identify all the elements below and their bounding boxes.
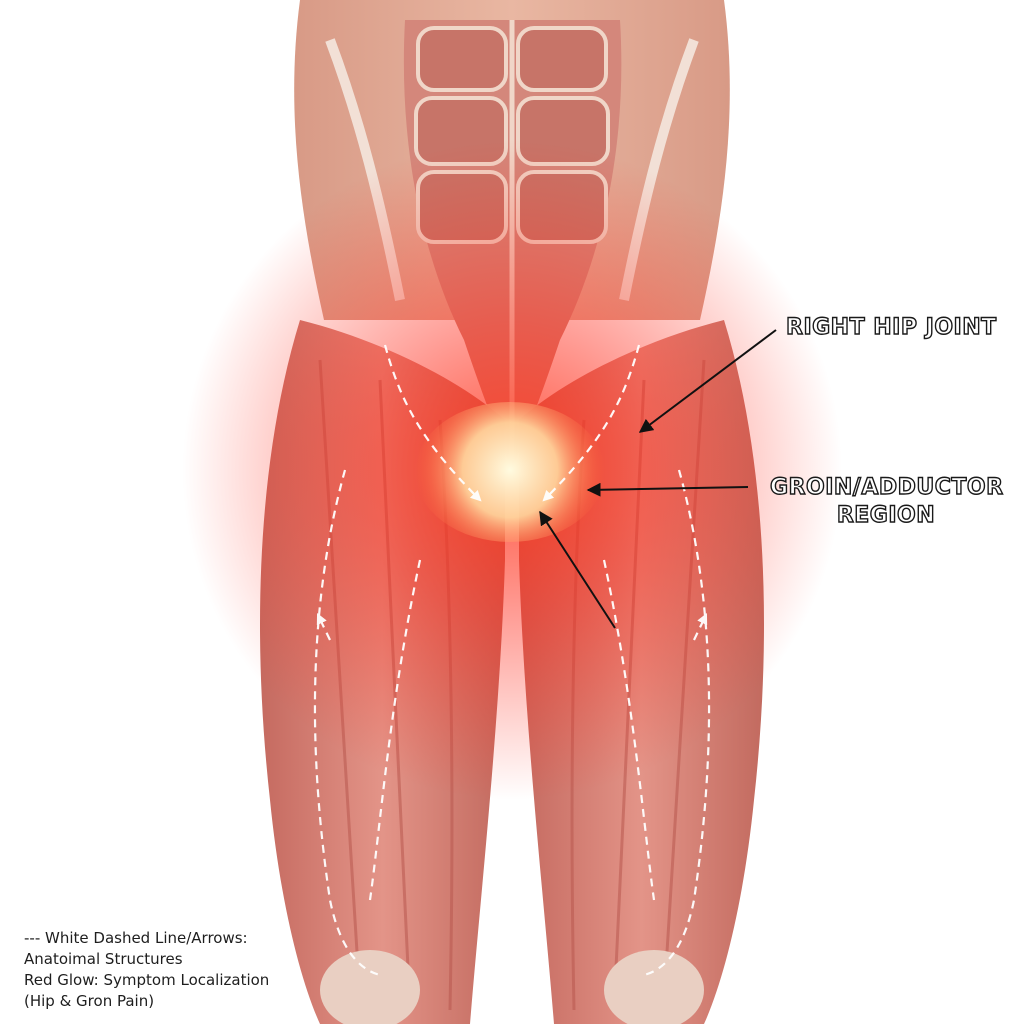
right-hip-joint-label: RIGHT HIP JOINT xyxy=(785,314,997,340)
legend: --- White Dashed Line/Arrows: Anatoimal … xyxy=(24,928,269,1012)
legend-line-3: Red Glow: Symptom Localization xyxy=(24,971,270,989)
legend-line-2: Anatoimal Structures xyxy=(24,950,183,968)
left-knee xyxy=(320,950,420,1024)
groin-adductor-label: GROIN/ADDUCTOR REGION xyxy=(769,474,1004,530)
groin-leader-2 xyxy=(539,510,616,629)
symptom-glow-core xyxy=(415,402,605,542)
right-knee xyxy=(604,950,704,1024)
legend-line-4: (Hip & Gron Pain) xyxy=(24,992,155,1010)
legend-line-1: --- White Dashed Line/Arrows: xyxy=(24,929,248,947)
hip-joint-leader xyxy=(638,329,777,433)
groin-leader xyxy=(586,482,749,497)
groin-label-line2: REGION xyxy=(836,502,936,528)
groin-label-line1: GROIN/ADDUCTOR xyxy=(769,474,1004,500)
